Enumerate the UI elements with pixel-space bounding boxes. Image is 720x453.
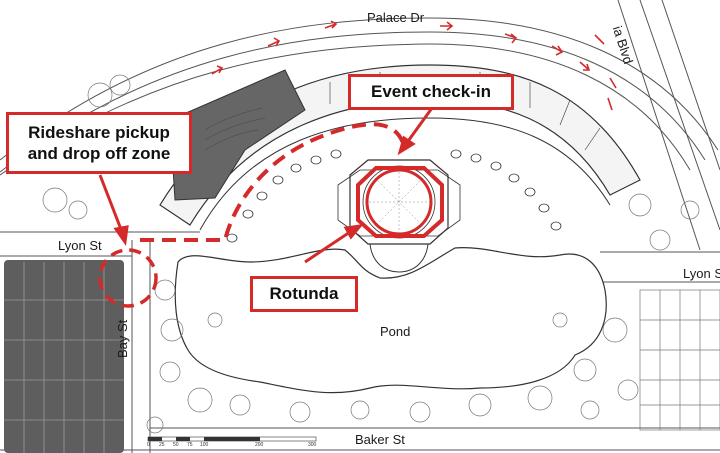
rotunda-highlight xyxy=(356,166,444,238)
bay-st-road xyxy=(131,240,151,453)
rotunda-callout: Rotunda xyxy=(250,276,358,312)
rideshare-label-line2: and drop off zone xyxy=(27,144,171,163)
street-label-lyon-st-left: Lyon St xyxy=(58,238,102,253)
rideshare-zone-circle xyxy=(98,248,158,308)
scale-tick-label: 200 xyxy=(255,442,264,448)
pond-label: Pond xyxy=(380,324,411,339)
scale-tick-label: 75 xyxy=(187,442,193,448)
street-label-lyon-st-right: Lyon S xyxy=(683,266,720,281)
blvd-road xyxy=(617,0,720,251)
rideshare-callout: Rideshare pickup and drop off zone xyxy=(6,112,192,174)
street-label-baker-st: Baker St xyxy=(355,432,405,447)
traffic-arrows xyxy=(211,20,617,111)
scale-tick-label: 300 xyxy=(308,442,317,448)
scale-tick-label: 50 xyxy=(173,442,179,448)
palace-dr-road xyxy=(0,17,719,176)
landscape-trees xyxy=(42,74,700,434)
callout-leaders xyxy=(98,107,434,264)
scale-tick-label: 100 xyxy=(200,442,209,448)
parking-lot xyxy=(4,260,124,453)
rideshare-route xyxy=(140,122,407,242)
scale-bar xyxy=(147,436,317,442)
street-label-palace-dr: Palace Dr xyxy=(367,10,425,25)
colonnade-columns xyxy=(226,149,562,243)
palace-building xyxy=(159,64,641,231)
event-checkin-label: Event check-in xyxy=(371,82,491,102)
scale-tick-label: 25 xyxy=(159,442,165,448)
event-checkin-callout: Event check-in xyxy=(348,74,514,110)
scale-tick-label: 0 xyxy=(147,442,150,448)
lyon-st-road xyxy=(0,231,720,283)
rideshare-label-line1: Rideshare pickup xyxy=(28,122,170,142)
residential-grid xyxy=(639,289,720,431)
street-label-bay-st: Bay St xyxy=(115,319,130,358)
rotunda-label: Rotunda xyxy=(269,284,339,304)
